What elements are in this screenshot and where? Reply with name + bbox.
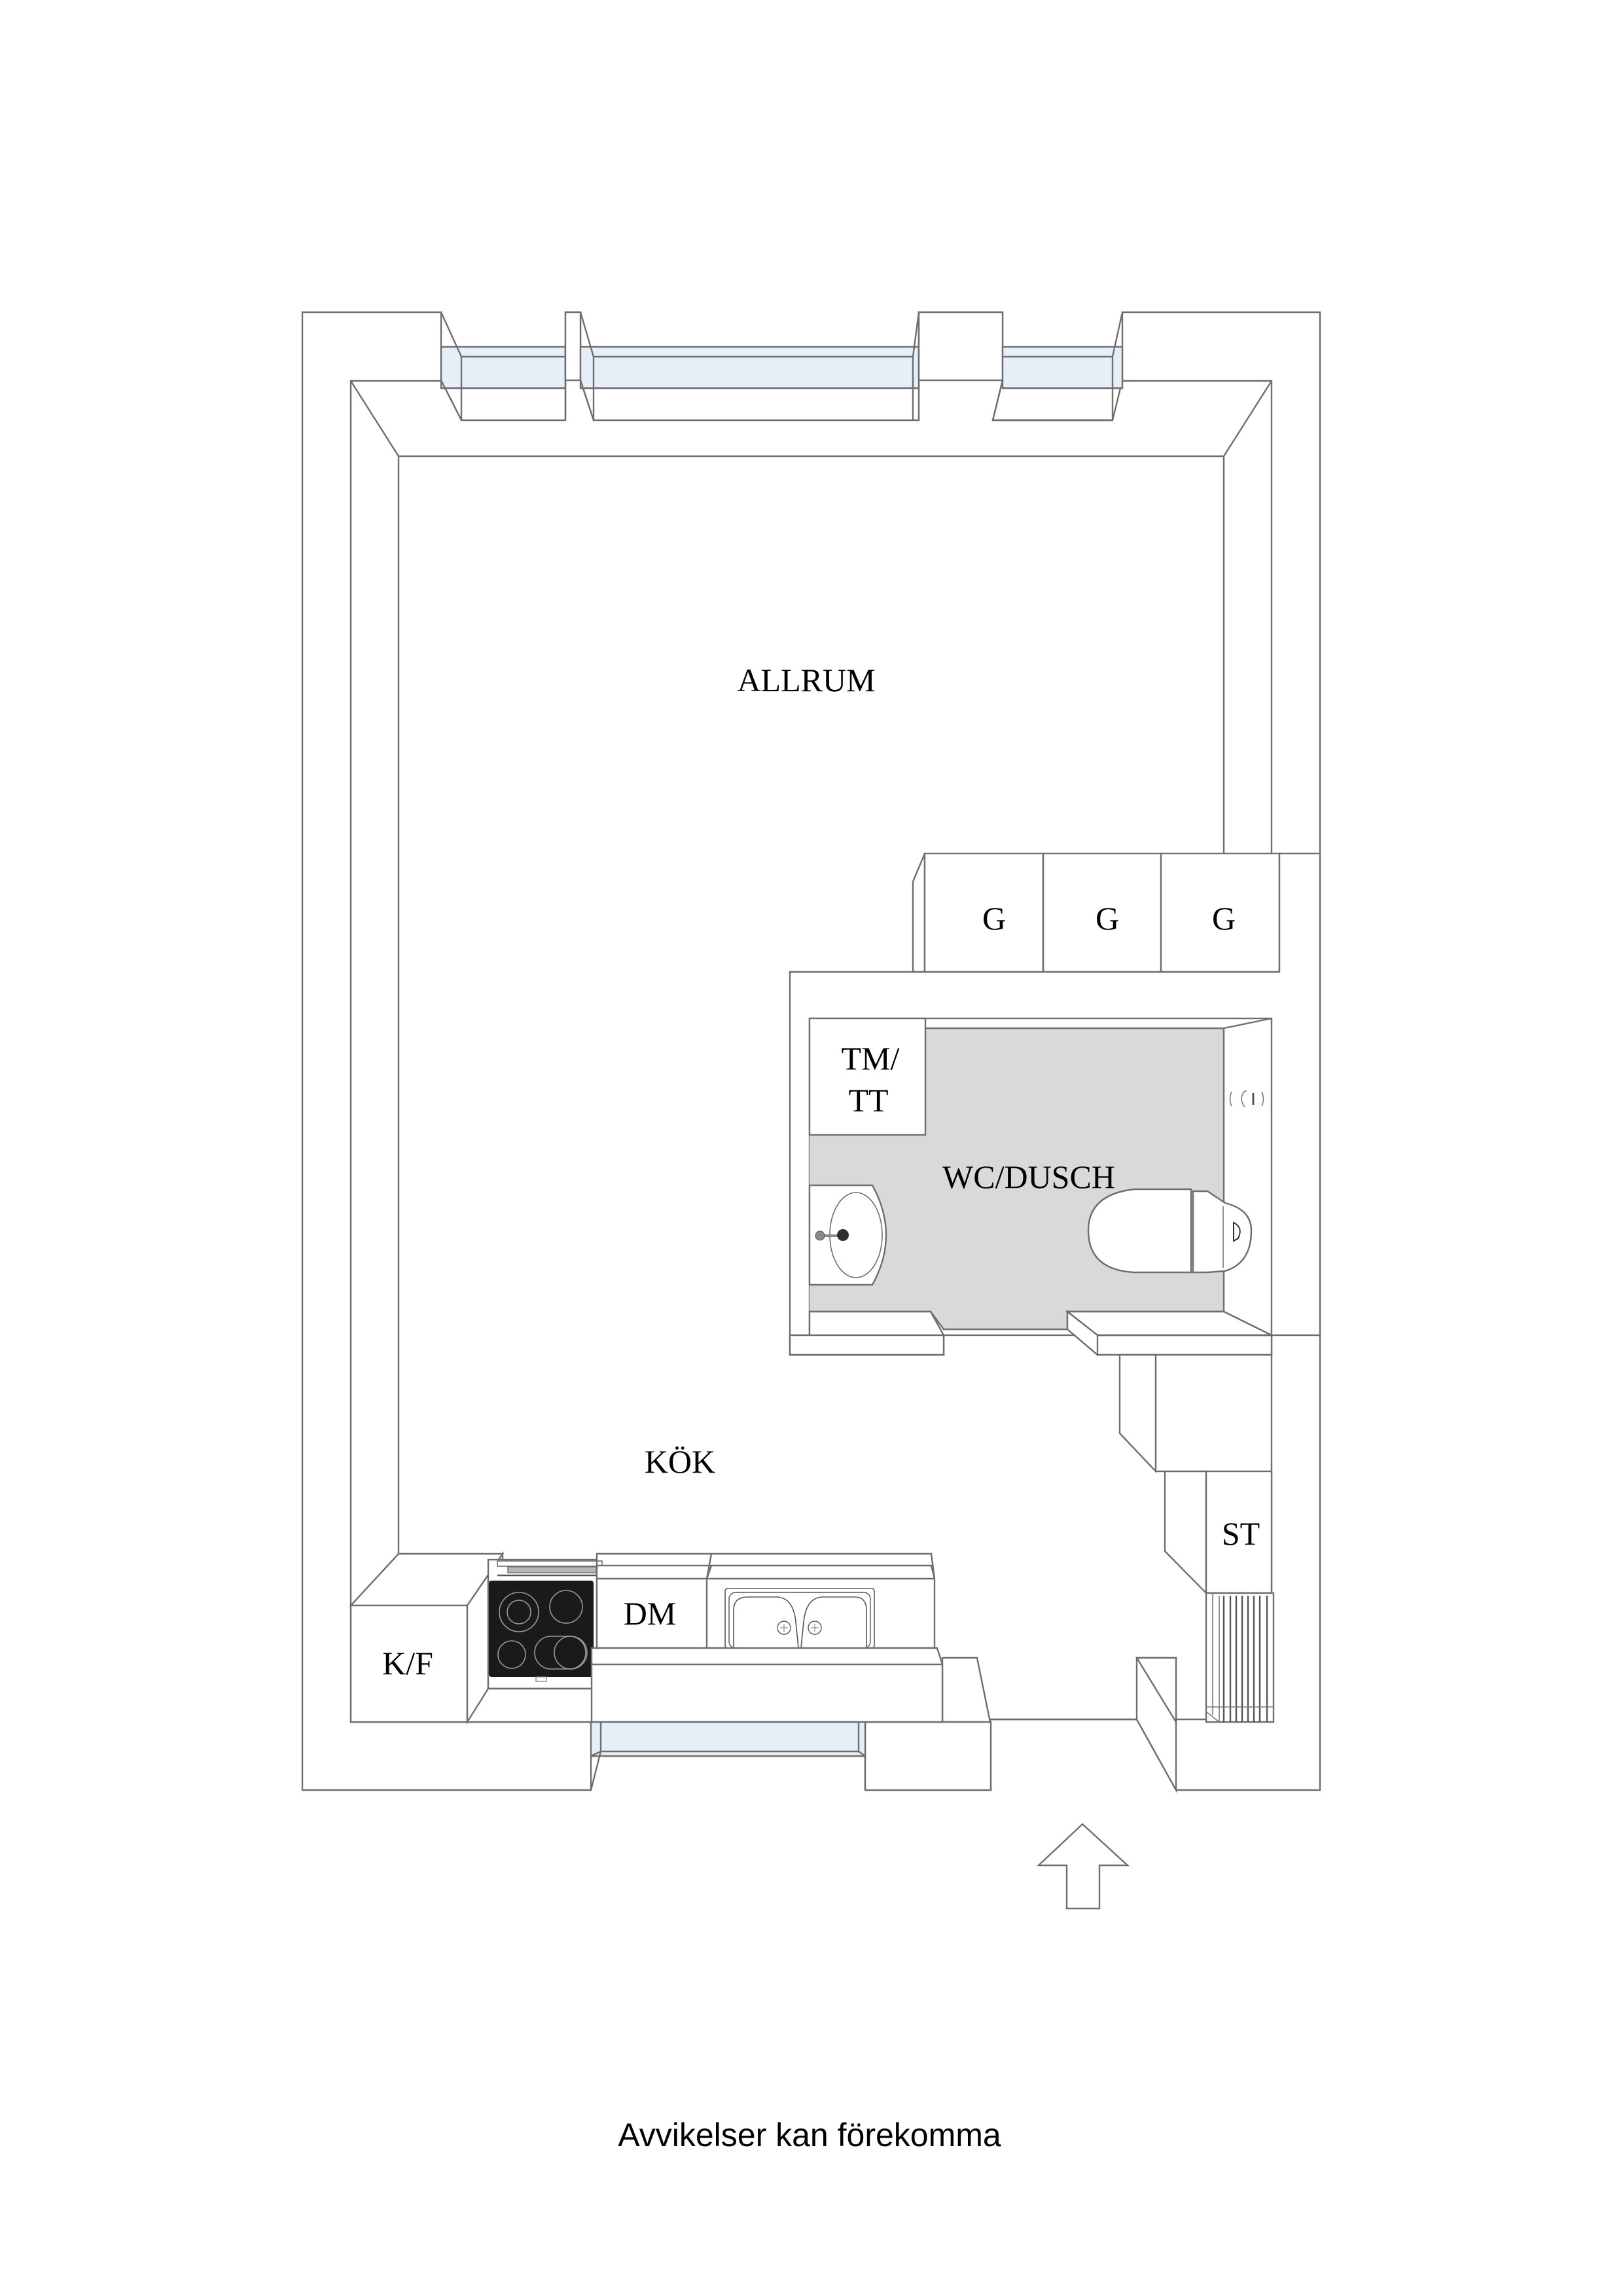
window-glass <box>579 346 920 389</box>
wash-basin-icon <box>808 1184 887 1286</box>
room-label-allrum: ALLRUM <box>737 662 875 698</box>
window-glass <box>590 1721 866 1757</box>
room-label-wc-dusch: WC/DUSCH <box>942 1158 1115 1195</box>
window-glass <box>1001 346 1124 389</box>
storage-closet-label: ST <box>1222 1515 1260 1552</box>
kitchen-sink-icon <box>724 1588 875 1649</box>
disclaimer-text: Avvikelser kan förekomma <box>618 2117 1001 2153</box>
dishwasher-label: DM <box>624 1595 677 1632</box>
entrance <box>864 1657 1177 1793</box>
wardrobes <box>912 852 1281 973</box>
wardrobe-label-3: G <box>1212 900 1236 937</box>
shower-icon <box>1229 1090 1264 1107</box>
storage-closet <box>1205 1470 1273 1594</box>
wardrobe-label-1: G <box>982 900 1006 937</box>
hall-closet <box>1118 1354 1273 1595</box>
washer-dryer <box>808 1017 927 1136</box>
wardrobe-label-2: G <box>1096 900 1119 937</box>
room-label-kok: KÖK <box>645 1443 715 1480</box>
arrow-up-icon <box>1036 1823 1130 1910</box>
washer-dryer-label-line2: TT <box>848 1082 888 1119</box>
cooktop-icon <box>489 1581 594 1677</box>
fridge-freezer <box>349 1604 469 1723</box>
kitchen <box>349 1551 944 1725</box>
washer-dryer-label-line1: TM/ <box>842 1040 900 1077</box>
bottom-window <box>590 1721 866 1791</box>
top-windows <box>440 311 1124 422</box>
radiator-icon <box>1205 1592 1275 1723</box>
fridge-freezer-label: K/F <box>382 1645 433 1681</box>
toilet-icon <box>1087 1188 1253 1274</box>
